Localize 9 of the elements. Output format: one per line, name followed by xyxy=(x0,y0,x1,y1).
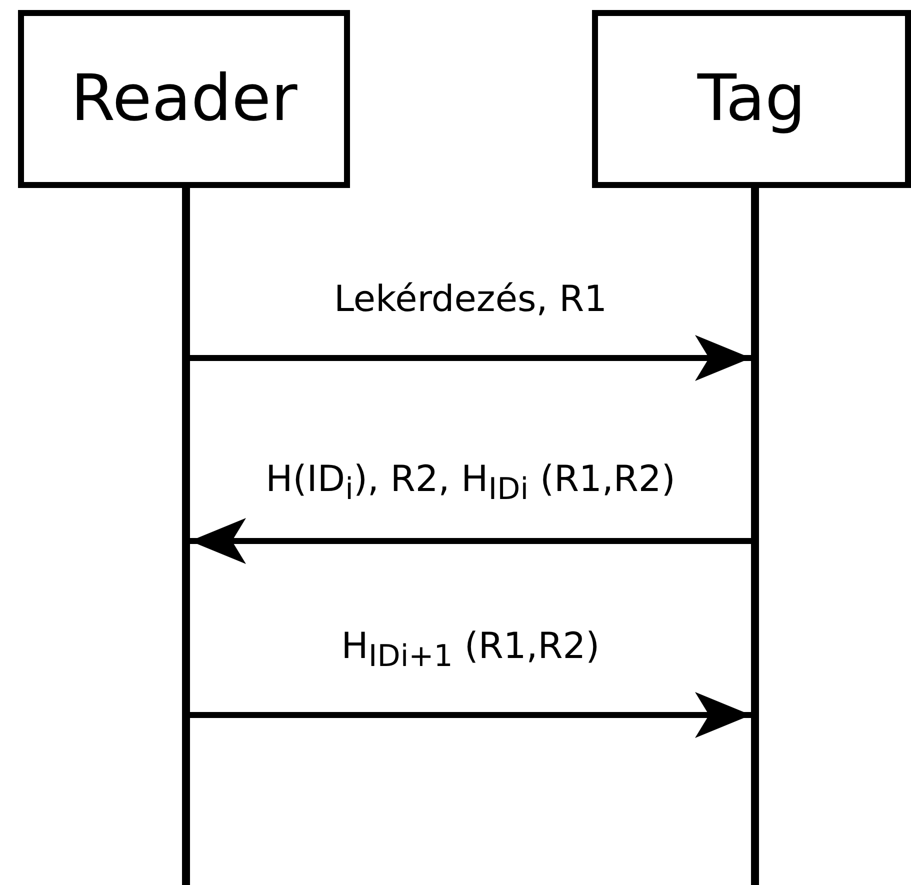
message-arrow xyxy=(190,518,751,564)
message-arrow xyxy=(190,335,751,381)
participant-name: Tag xyxy=(697,62,806,136)
lifeline xyxy=(751,188,759,885)
participant-name: Reader xyxy=(70,62,298,136)
lifeline xyxy=(182,188,190,885)
participant-box xyxy=(592,10,911,188)
message-arrow xyxy=(190,692,751,738)
participant-box xyxy=(18,10,350,188)
